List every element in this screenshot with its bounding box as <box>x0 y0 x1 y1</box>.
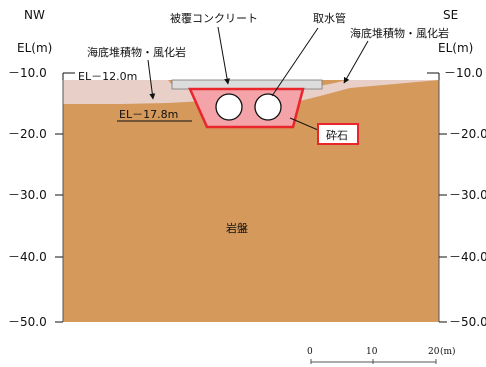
scale-tick-10: 10 <box>366 347 378 357</box>
label-crushed-stone: 砕石 <box>326 128 348 142</box>
tick-right-40: －40.0 <box>449 250 486 264</box>
tick-right-30: －30.0 <box>449 188 486 202</box>
scale-tick-20: 20 <box>428 347 440 357</box>
intake-pipe-left <box>215 93 243 121</box>
label-intake-pipe: 取水管 <box>313 11 346 25</box>
tick-left-10: －10.0 <box>8 66 47 80</box>
label-cover-concrete: 被覆コンクリート <box>170 12 258 25</box>
right-axis <box>427 72 447 323</box>
tick-right-50: －50.0 <box>449 315 486 329</box>
cover-concrete <box>171 79 323 90</box>
label-seabed-right: 海底堆積物・風化岩 <box>350 26 449 40</box>
unit-left: EL(m) <box>17 41 52 55</box>
label-el-upper: EL－12.0m <box>78 70 137 83</box>
scale-bar: 0 10 20 (m) <box>307 346 456 364</box>
scale-tick-0: 0 <box>307 347 313 357</box>
sea-area <box>63 62 439 80</box>
scale-unit: (m) <box>440 346 456 357</box>
direction-nw: NW <box>24 8 45 22</box>
unit-right: EL(m) <box>438 41 473 55</box>
left-axis <box>55 72 75 323</box>
tick-right-10: －10.0 <box>444 66 483 80</box>
tick-left-40: －40.0 <box>8 250 47 264</box>
tick-left-20: －20.0 <box>8 127 47 141</box>
tick-left-30: －30.0 <box>8 188 47 202</box>
crushed-stone-trench <box>188 87 305 129</box>
direction-se: SE <box>443 8 458 22</box>
label-seabed-left: 海底堆積物・風化岩 <box>87 45 186 59</box>
label-bedrock: 岩盤 <box>226 221 248 235</box>
crushed-stone-label-box <box>317 123 359 145</box>
intake-pipe-right <box>254 93 282 121</box>
label-el-lower: EL－17.8m <box>119 108 178 121</box>
tick-right-20: －20.0 <box>449 127 486 141</box>
tick-left-50: －50.0 <box>8 315 47 329</box>
